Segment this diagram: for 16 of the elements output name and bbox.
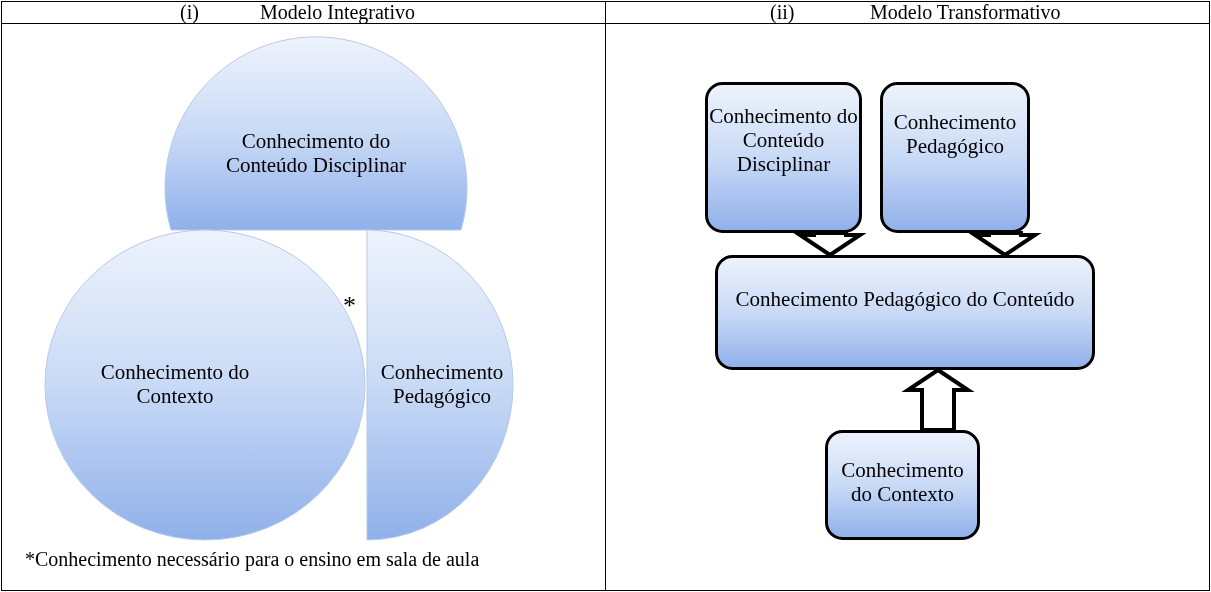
node-label: Conhecimento do Conteúdo Disciplinar [709, 104, 858, 176]
node-label: Conhecimento Pedagógico [892, 110, 1018, 158]
column-heading: Modelo Transformativo [870, 1, 1061, 23]
column-number: (ii) [770, 1, 795, 23]
column-number: (i) [180, 1, 199, 23]
node-label: Conhecimento Pedagógico [379, 360, 505, 408]
block-arrow [793, 231, 867, 258]
column-heading: Modelo Integrativo [260, 1, 415, 23]
node-label: Conhecimento do Contexto [99, 360, 251, 408]
node-label: Conhecimento do Conteúdo Disciplinar [224, 129, 408, 177]
asterisk-mark: * [343, 295, 356, 317]
node-label: Conhecimento Pedagógico do Conteúdo [734, 287, 1076, 311]
block-arrow [968, 231, 1042, 258]
footnote: *Conhecimento necessário para o ensino em sala de aula [25, 548, 481, 570]
block-arrow [901, 367, 975, 432]
node-label: Conhecimento do Contexto [840, 458, 965, 506]
